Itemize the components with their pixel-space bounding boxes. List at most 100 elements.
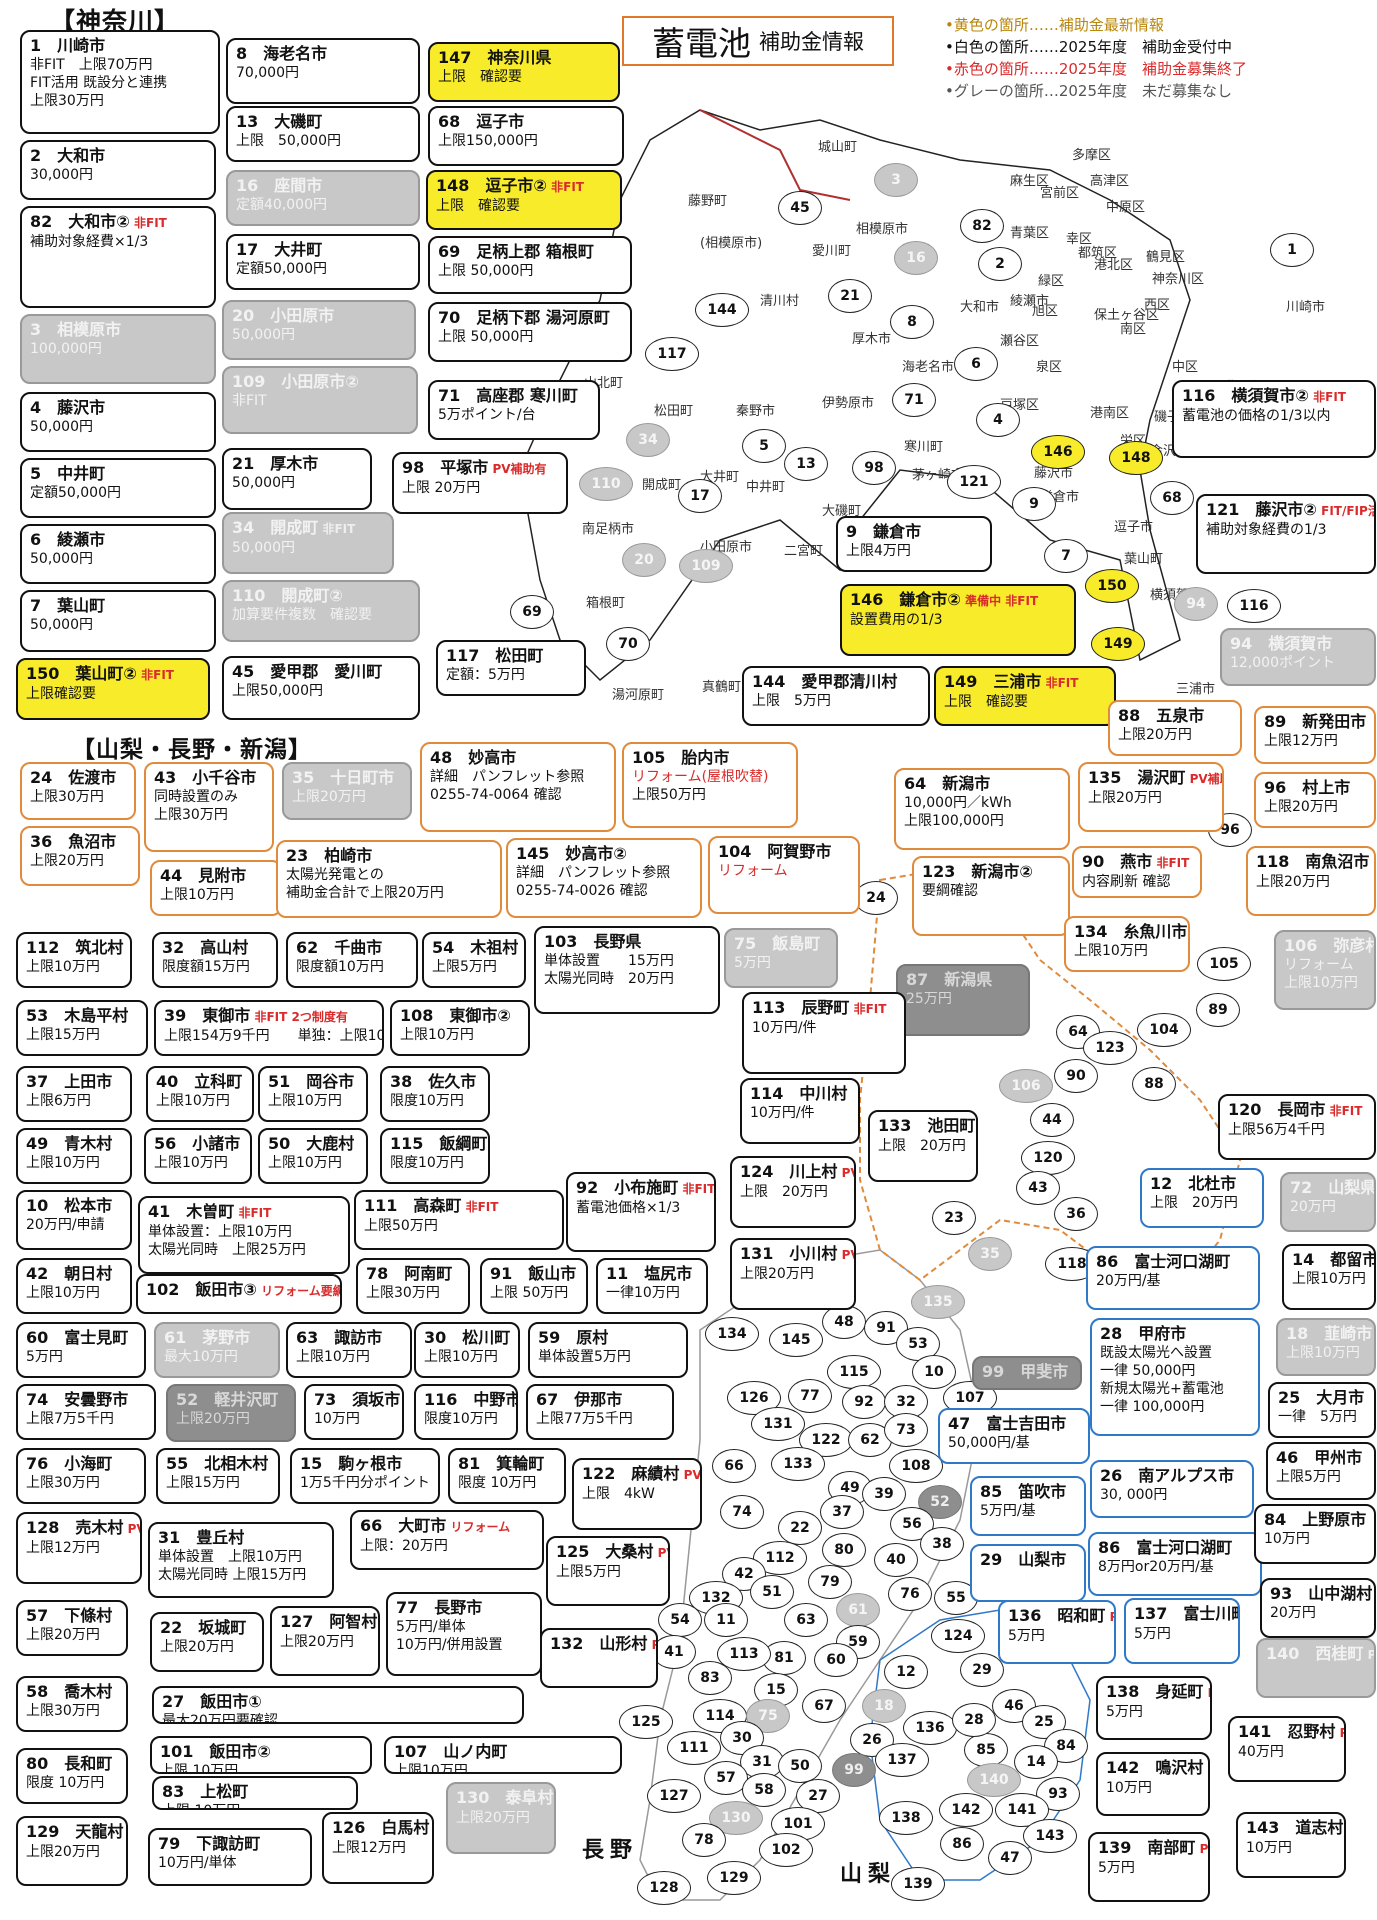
municipality-name: 52 軽井沢町 bbox=[176, 1390, 279, 1409]
map-marker-18: 18 bbox=[862, 1689, 906, 1723]
municipality-detail: 10万円 bbox=[1264, 1531, 1310, 1547]
municipality-detail: 30,000円 bbox=[30, 167, 93, 183]
municipality-name: 27 飯田市① bbox=[162, 1692, 262, 1711]
map-place-label: 鶴見区 bbox=[1146, 250, 1186, 265]
municipality-box-35: 35 十日町市上限20万円 bbox=[282, 762, 412, 820]
map-place-label: 西区 bbox=[1144, 298, 1171, 313]
municipality-name: 135 湯沢町 PV補助有 bbox=[1088, 768, 1222, 789]
municipality-detail: 上限12万円 bbox=[332, 1840, 406, 1856]
municipality-detail: 定額50,000円 bbox=[236, 261, 327, 277]
map-marker-109: 109 bbox=[679, 549, 733, 583]
municipality-name: 105 胎内市 bbox=[632, 748, 730, 767]
municipality-detail: 5万円 bbox=[734, 955, 771, 971]
municipality-detail: 50,000円 bbox=[232, 327, 295, 343]
municipality-box-105: 105 胎内市リフォーム(屋根吹替)上限50万円 bbox=[622, 742, 798, 828]
title-main: 蓄電池 bbox=[652, 24, 751, 63]
municipality-detail: 50,000円/基 bbox=[948, 1435, 1030, 1451]
municipality-detail: 上限 20万円 bbox=[878, 1138, 966, 1154]
legend: •黄色の箇所……補助金最新情報•白色の箇所……2025年度 補助金受付中•赤色の… bbox=[945, 14, 1247, 102]
map-marker-4: 4 bbox=[976, 403, 1020, 437]
municipality-detail: 50,000円 bbox=[232, 540, 295, 556]
municipality-detail: 新規太陽光+蓄電池 bbox=[1100, 1381, 1224, 1397]
map-place-label: 高津区 bbox=[1090, 174, 1130, 189]
municipality-box-68: 68 逗子市上限150,000円 bbox=[428, 106, 624, 166]
municipality-tag: PV補助有 bbox=[657, 1546, 668, 1560]
map-place-label: 緑区 bbox=[1038, 274, 1065, 289]
municipality-tag: リフォーム要綱確認 bbox=[261, 1284, 340, 1298]
map-place-label: 南足柄市 bbox=[582, 522, 635, 537]
page-title: 蓄電池 補助金情報 bbox=[622, 16, 894, 66]
municipality-detail: 5万ポイント/台 bbox=[438, 407, 536, 423]
municipality-name: 115 飯綱町 bbox=[390, 1134, 488, 1153]
municipality-box-134: 134 糸魚川市上限10万円 bbox=[1064, 916, 1190, 972]
municipality-detail: 8万円or20万円/基 bbox=[1098, 1559, 1214, 1575]
municipality-name: 39 東御市 非FIT 2つ制度有 bbox=[164, 1006, 348, 1025]
map-marker-146: 146 bbox=[1031, 435, 1085, 469]
municipality-name: 143 道志村 PV補助有 bbox=[1246, 1818, 1343, 1839]
municipality-detail: 上限30万円 bbox=[26, 1703, 100, 1719]
municipality-box-38: 38 佐久市限度10万円 bbox=[380, 1066, 490, 1122]
municipality-detail: 上限：20万円 bbox=[360, 1538, 448, 1554]
municipality-name: 57 下條村 bbox=[26, 1606, 113, 1625]
municipality-box-12: 12 北杜市上限 20万円 bbox=[1140, 1168, 1264, 1228]
municipality-name: 73 須坂市 bbox=[314, 1390, 401, 1409]
municipality-name: 11 塩尻市 bbox=[606, 1264, 693, 1283]
map-place-label: 秦野市 bbox=[736, 404, 776, 419]
map-place-label: 松田町 bbox=[654, 404, 694, 419]
municipality-name: 85 笛吹市 bbox=[980, 1482, 1067, 1501]
municipality-detail: 上限50,000円 bbox=[232, 683, 323, 699]
municipality-detail: 上限20万円 bbox=[292, 789, 366, 805]
map-marker-102: 102 bbox=[759, 1833, 813, 1867]
municipality-detail: 50,000円 bbox=[30, 419, 93, 435]
municipality-box-115: 115 飯綱町限度10万円 bbox=[380, 1128, 490, 1184]
municipality-box-70: 70 足柄下郡 湯河原町上限 50,000円 bbox=[428, 302, 632, 362]
map-marker-26: 26 bbox=[850, 1723, 894, 1757]
municipality-box-66: 66 大町市 リフォーム上限：20万円 bbox=[350, 1510, 544, 1570]
municipality-name: 133 池田町 PV補助有 bbox=[878, 1116, 975, 1137]
map-place-label: 清川村 bbox=[760, 294, 800, 309]
municipality-tag: リフォーム bbox=[446, 1520, 511, 1534]
municipality-name: 17 大井町 bbox=[236, 240, 323, 259]
map-marker-69: 69 bbox=[510, 595, 554, 629]
municipality-detail: 上限20万円 bbox=[1256, 874, 1330, 890]
municipality-name: 144 愛甲郡清川村 bbox=[752, 672, 898, 691]
municipality-name: 45 愛甲郡 愛川町 bbox=[232, 662, 383, 681]
map-place-label: 三浦市 bbox=[1176, 682, 1216, 697]
municipality-detail: 内容刷新 確認 bbox=[1082, 874, 1171, 890]
municipality-name: 92 小布施町 非FIT bbox=[576, 1178, 716, 1197]
map-marker-71: 71 bbox=[892, 383, 936, 417]
map-place-label: 山梨 bbox=[840, 1862, 897, 1887]
municipality-name: 87 新潟県 bbox=[906, 970, 993, 989]
municipality-tag: PV補助有 bbox=[975, 1120, 976, 1134]
municipality-name: 21 厚木市 bbox=[232, 454, 319, 473]
municipality-name: 60 富士見町 bbox=[26, 1328, 129, 1347]
map-marker-12: 12 bbox=[884, 1655, 928, 1689]
municipality-detail: 上限10万円 bbox=[268, 1155, 342, 1171]
map-place-label: 藤沢市 bbox=[1034, 466, 1074, 481]
municipality-detail: 上限56万4千円 bbox=[1228, 1122, 1325, 1138]
municipality-name: 70 足柄下郡 湯河原町 bbox=[438, 308, 610, 327]
municipality-box-30: 30 松川町上限10万円 bbox=[414, 1322, 520, 1378]
municipality-detail: リフォーム bbox=[718, 863, 788, 879]
municipality-detail: 定額：5万円 bbox=[446, 667, 525, 683]
map-place-label: 藤野町 bbox=[688, 194, 728, 209]
municipality-detail: 上限確認要 bbox=[26, 686, 96, 702]
municipality-detail: 上限 20万円 bbox=[402, 480, 481, 496]
municipality-tag: PV補助有 bbox=[1335, 1726, 1344, 1740]
municipality-tag: 非FIT bbox=[234, 1206, 272, 1220]
municipality-detail: 太陽光同時 上限15万円 bbox=[158, 1567, 307, 1583]
municipality-box-136: 136 昭和町 PV補助有5万円 bbox=[998, 1600, 1116, 1664]
map-place-label: 綾瀬市 bbox=[1010, 294, 1050, 309]
